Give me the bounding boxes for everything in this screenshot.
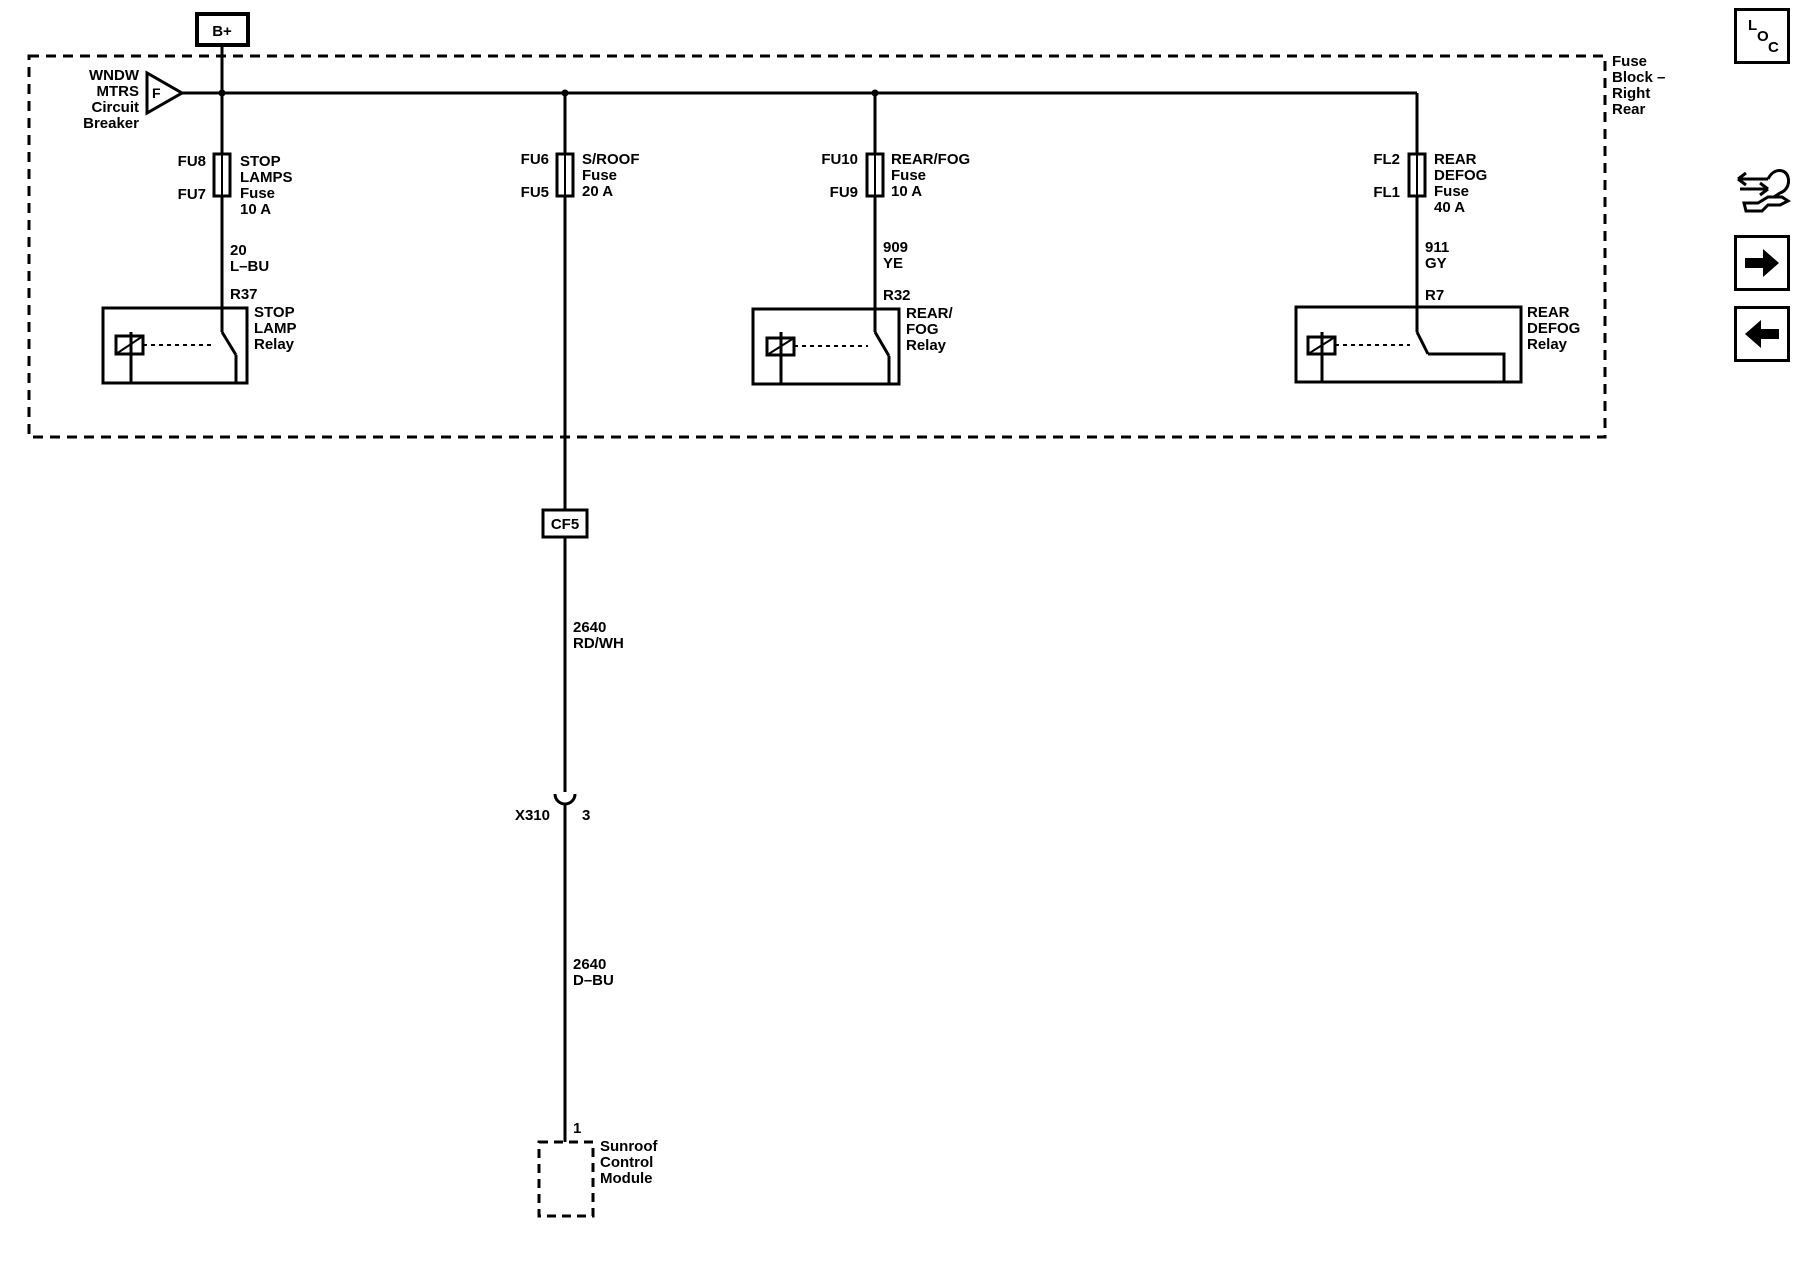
circuit-breaker-pin: F (152, 85, 161, 101)
svg-text:10 A: 10 A (891, 183, 922, 200)
svg-text:Relay: Relay (254, 336, 295, 353)
svg-text:REAR: REAR (1434, 151, 1477, 168)
relay-pin: R32 (883, 287, 911, 304)
power-label: B+ (212, 23, 232, 40)
relay-rear-fog: R32 REAR/ FOG Relay (751, 287, 954, 386)
relay-pin: R37 (230, 286, 258, 303)
svg-text:DEFOG: DEFOG (1434, 167, 1487, 184)
svg-text:Right: Right (1612, 85, 1650, 102)
svg-text:Fuse: Fuse (240, 185, 275, 202)
relay-pin: R7 (1425, 287, 1444, 304)
wire-label-911: 911 GY (1425, 239, 1449, 272)
svg-text:Relay: Relay (906, 337, 947, 354)
svg-text:Rear: Rear (1612, 101, 1646, 118)
svg-text:FOG: FOG (906, 321, 939, 338)
svg-text:Circuit: Circuit (91, 99, 139, 116)
svg-text:O: O (1757, 28, 1769, 45)
svg-text:FL2: FL2 (1373, 151, 1400, 168)
svg-text:Fuse: Fuse (1612, 53, 1647, 70)
svg-text:Breaker: Breaker (83, 115, 139, 132)
svg-text:STOP: STOP (240, 153, 281, 170)
svg-text:REAR: REAR (1527, 304, 1570, 321)
connector-tool-icon (1737, 169, 1791, 213)
svg-text:Fuse: Fuse (891, 167, 926, 184)
fuse-sunroof: FU6 FU5 S/ROOF Fuse 20 A (521, 151, 640, 201)
wire-label-909: 909 YE (883, 239, 908, 272)
svg-text:S/ROOF: S/ROOF (582, 151, 640, 168)
wire-label-2640-d-bu: 2640 D–BU (573, 956, 614, 989)
connector-x310: X310 3 (515, 781, 590, 1142)
svg-text:STOP: STOP (254, 304, 295, 321)
relay-stop-lamp: R37 STOP LAMP Relay (101, 286, 297, 385)
svg-text:911: 911 (1425, 239, 1449, 256)
svg-text:2640: 2640 (573, 956, 606, 973)
svg-text:Block –: Block – (1612, 69, 1665, 86)
svg-text:Control: Control (600, 1154, 653, 1171)
fuse-block-label: Fuse Block – Right Rear (1612, 53, 1665, 118)
next-page-button[interactable] (1734, 235, 1790, 291)
svg-text:40 A: 40 A (1434, 199, 1465, 216)
svg-text:20: 20 (230, 242, 247, 259)
svg-text:YE: YE (883, 255, 903, 272)
svg-text:Sunroof: Sunroof (600, 1138, 658, 1155)
sunroof-control-module: 1 Sunroof Control Module (537, 1120, 658, 1218)
fuse-block-boundary (27, 54, 1607, 439)
locator-button[interactable]: L O C (1734, 8, 1790, 64)
svg-text:L–BU: L–BU (230, 258, 269, 275)
module-pin: 1 (573, 1120, 581, 1137)
svg-text:FL1: FL1 (1373, 184, 1400, 201)
svg-text:Fuse: Fuse (1434, 183, 1469, 200)
svg-text:D–BU: D–BU (573, 972, 614, 989)
svg-text:REAR/: REAR/ (906, 305, 954, 322)
svg-text:Fuse: Fuse (582, 167, 617, 184)
svg-text:LAMPS: LAMPS (240, 169, 293, 186)
svg-text:GY: GY (1425, 255, 1447, 272)
next-arrow-icon (1745, 249, 1779, 277)
relay-rear-defog: R7 REAR DEFOG Relay (1294, 287, 1580, 384)
locator-icon: L O C (1748, 17, 1779, 56)
svg-text:LAMP: LAMP (254, 320, 297, 337)
wire-label-2640-rd-wh: 2640 RD/WH (573, 619, 624, 652)
svg-text:FU10: FU10 (821, 151, 858, 168)
svg-text:FU9: FU9 (830, 184, 858, 201)
splice-cf5: CF5 (541, 508, 589, 539)
svg-text:RD/WH: RD/WH (573, 635, 624, 652)
svg-text:10 A: 10 A (240, 201, 271, 218)
svg-text:MTRS: MTRS (97, 83, 140, 100)
fuse-rear-fog: FU10 FU9 REAR/FOG Fuse 10 A (821, 151, 970, 201)
previous-page-button[interactable] (1734, 306, 1790, 362)
svg-text:3: 3 (582, 807, 590, 824)
svg-text:FU5: FU5 (521, 184, 549, 201)
wire-label-20: 20 L–BU (230, 242, 269, 275)
fuse-stop-lamps: FU8 FU7 STOP LAMPS Fuse 10 A (178, 152, 293, 218)
svg-text:Relay: Relay (1527, 336, 1568, 353)
svg-text:L: L (1748, 17, 1757, 34)
svg-text:X310: X310 (515, 807, 550, 824)
svg-text:Module: Module (600, 1170, 653, 1187)
svg-text:CF5: CF5 (551, 516, 579, 533)
battery-positive-source: B+ (195, 12, 250, 47)
svg-text:FU6: FU6 (521, 151, 549, 168)
svg-text:20 A: 20 A (582, 183, 613, 200)
svg-text:WNDW: WNDW (89, 67, 140, 84)
svg-text:C: C (1768, 39, 1779, 56)
svg-text:FU8: FU8 (178, 153, 206, 170)
fuse-rear-defog: FL2 FL1 REAR DEFOG Fuse 40 A (1373, 151, 1487, 216)
previous-arrow-icon (1745, 320, 1779, 348)
svg-text:FU7: FU7 (178, 186, 206, 203)
connector-tool-button[interactable] (1734, 157, 1794, 217)
svg-text:REAR/FOG: REAR/FOG (891, 151, 970, 168)
circuit-breaker: F WNDW MTRS Circuit Breaker (83, 67, 186, 132)
svg-text:DEFOG: DEFOG (1527, 320, 1580, 337)
svg-text:2640: 2640 (573, 619, 606, 636)
svg-text:909: 909 (883, 239, 908, 256)
